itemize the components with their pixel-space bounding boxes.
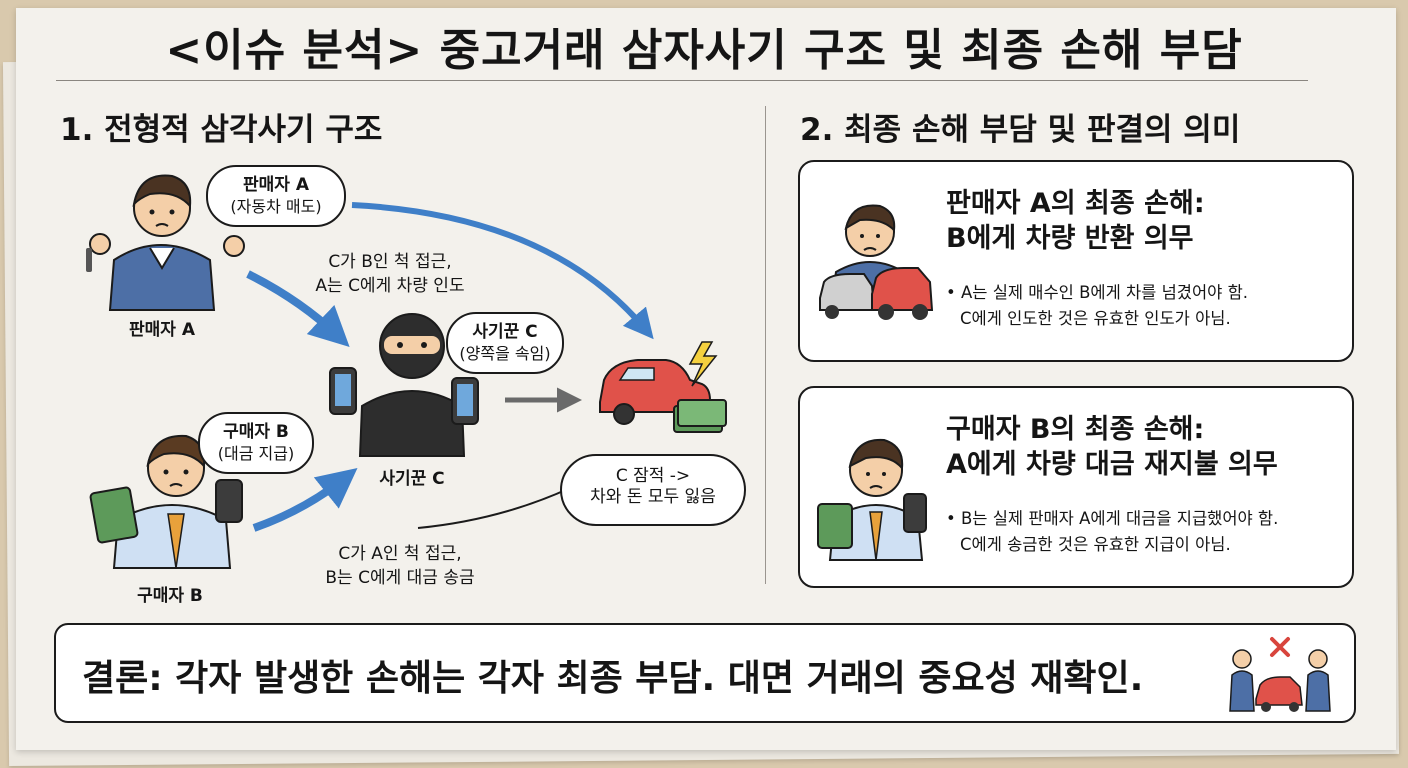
arrow-seller-to-car [351,202,654,340]
section1-heading: 1. 전형적 삼각사기 구조 [60,112,383,148]
seller-speech-bubble: 판매자 A (자동차 매도) [206,165,346,227]
car-and-money-icon [599,341,727,433]
page-title: <이슈 분석> 중고거래 삼자사기 구조 및 최종 손해 부담 [165,25,1243,76]
scammer-bubble-subtitle: (양쪽을 속임) [459,344,551,363]
buyer-loss-card: 구매자 B의 최종 손해: A에게 차량 대금 재지불 의무 • B는 실제 판… [798,386,1354,588]
note-seller-to-scammer: C가 B인 척 접근, A는 C에게 차량 인도 [275,250,505,298]
conclusion-text: 결론: 각자 발생한 손해는 각자 최종 부담. 대면 거래의 중요성 재확인. [82,658,1144,699]
result-speech-bubble: C 잠적 -> 차와 돈 모두 잃음 [560,454,746,526]
scammer-bubble-title: 사기꾼 C [472,322,538,342]
section2-heading: 2. 최종 손해 부담 및 판결의 의미 [800,112,1241,148]
buyer-loss-title: 구매자 B의 최종 손해: A에게 차량 대금 재지불 의무 [946,412,1278,482]
seller-loss-card: 판매자 A의 최종 손해: B에게 차량 반환 의무 • A는 실제 매수인 B… [798,160,1354,362]
note-bottom-line1: C가 A인 척 접근, [338,544,462,564]
seller-loss-title-line2: B에게 차량 반환 의무 [946,223,1194,254]
result-bubble-line2: 차와 돈 모두 잃음 [590,487,716,507]
arrow-seller-to-scammer [246,270,350,348]
note-top-line1: C가 B인 척 접근, [328,252,452,272]
worried-seller-with-cars-icon [819,204,934,320]
scammer-label: 사기꾼 C [379,469,445,489]
buyer-loss-body-line1: • B는 실제 판매자 A에게 대금을 지급했어야 함. [946,509,1279,528]
buyer-figure [89,434,243,569]
connector-buyer-to-result [417,487,571,529]
seller-loss-title-line1: 판매자 A의 최종 손해: [946,188,1205,219]
arrow-buyer-to-scammer [252,468,358,532]
seller-loss-body: • A는 실제 매수인 B에게 차를 넘겼어야 함. C에게 인도한 것은 유효… [946,280,1248,332]
note-buyer-to-scammer: C가 A인 척 접근, B는 C에게 대금 송금 [290,542,510,590]
conclusion-box: 결론: 각자 발생한 손해는 각자 최종 부담. 대면 거래의 중요성 재확인. [54,623,1356,723]
note-bottom-line2: B는 C에게 대금 송금 [325,568,475,588]
scammer-speech-bubble: 사기꾼 C (양쪽을 속임) [446,312,564,374]
seller-loss-body-line2: C에게 인도한 것은 유효한 인도가 아님. [960,309,1231,328]
column-divider [765,106,766,584]
seller-bubble-subtitle: (자동차 매도) [230,197,322,216]
buyer-bubble-title: 구매자 B [223,422,289,442]
worried-buyer-with-money-icon [817,438,927,561]
face-to-face-trade-icon [1229,637,1331,712]
note-top-line2: A는 C에게 차량 인도 [315,276,465,296]
scammer-figure [329,313,479,457]
buyer-bubble-subtitle: (대금 지급) [217,444,295,463]
seller-label: 판매자 A [129,320,195,340]
seller-bubble-title: 판매자 A [243,175,309,195]
buyer-loss-body-line2: C에게 송금한 것은 유효한 지급이 아님. [960,535,1231,554]
seller-loss-body-line1: • A는 실제 매수인 B에게 차를 넘겼어야 함. [946,283,1248,302]
buyer-label: 구매자 B [137,586,203,606]
title-divider [56,80,1308,81]
seller-loss-title: 판매자 A의 최종 손해: B에게 차량 반환 의무 [946,186,1205,256]
buyer-loss-title-line2: A에게 차량 대금 재지불 의무 [946,449,1278,480]
result-bubble-line1: C 잠적 -> [615,466,691,486]
seller-figure [86,174,245,311]
buyer-speech-bubble: 구매자 B (대금 지급) [198,412,314,474]
buyer-loss-title-line1: 구매자 B의 최종 손해: [946,414,1205,445]
buyer-loss-body: • B는 실제 판매자 A에게 대금을 지급했어야 함. C에게 송금한 것은 … [946,506,1278,558]
